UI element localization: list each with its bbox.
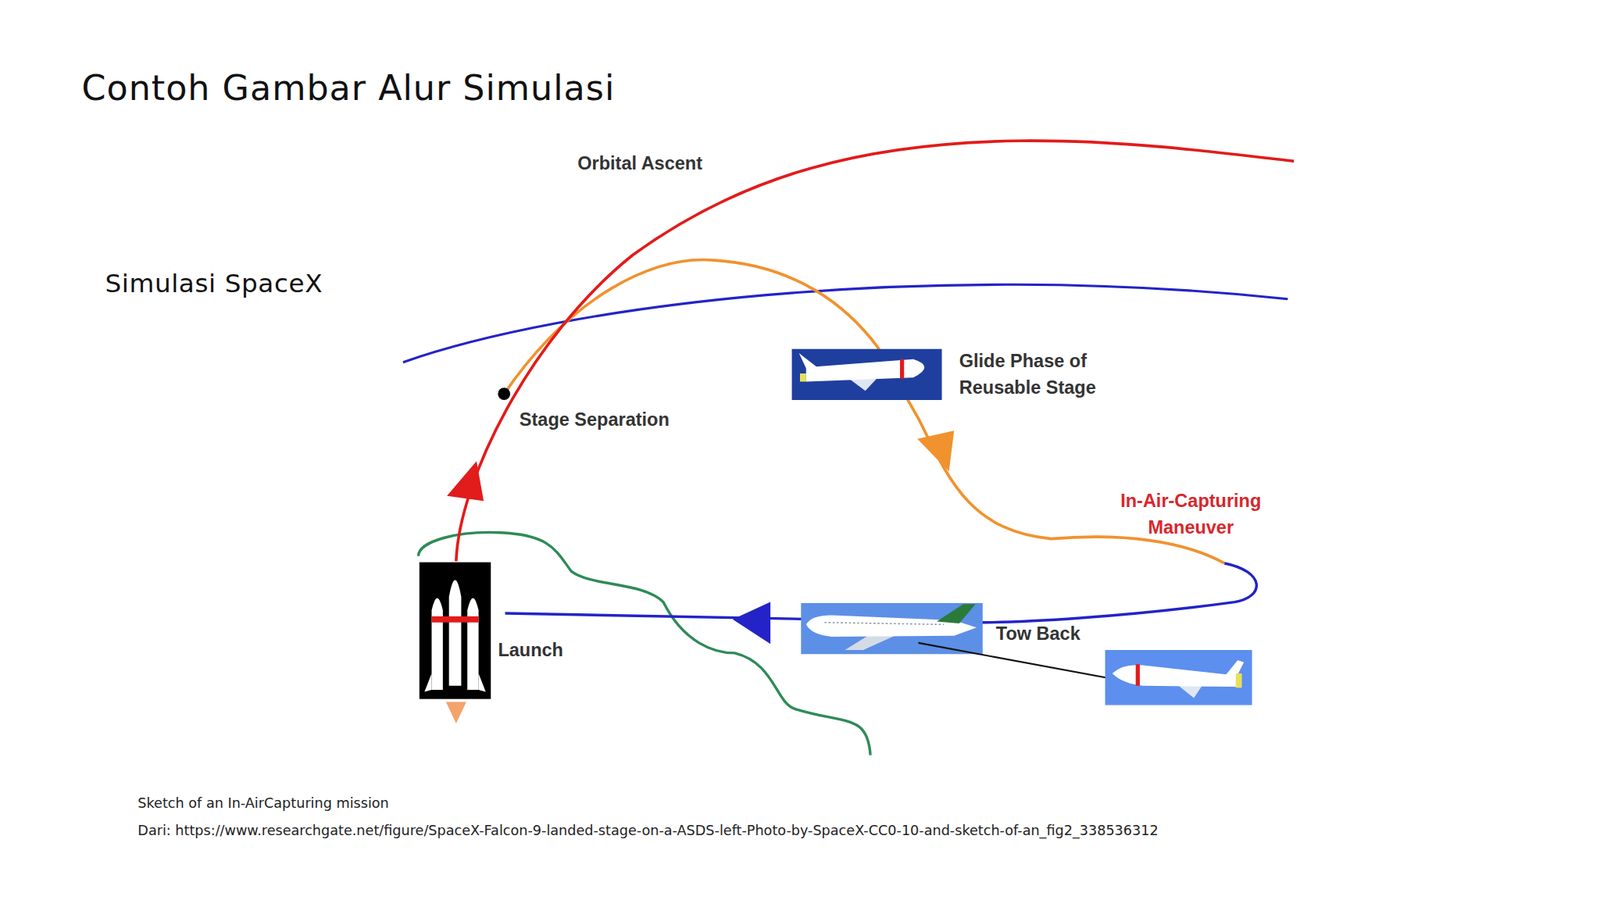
aircraft-windows (824, 622, 944, 625)
slide-title: Contoh Gambar Alur Simulasi (81, 63, 615, 114)
phase-label: Launch (497, 636, 564, 664)
glider-body (806, 359, 925, 383)
glide-trajectory (503, 260, 1225, 564)
rocket-booster (467, 597, 479, 690)
phase-label: Stage Separation (519, 406, 670, 433)
rocket-booster (431, 597, 443, 690)
ascent-arrow (446, 460, 484, 501)
phase-label: Tow Back (996, 620, 1081, 647)
tow-back-arrow (732, 602, 771, 645)
maneuver-label: In-Air-Capturing Maneuver (1100, 487, 1282, 541)
glider-engine (800, 373, 807, 382)
ascent-trajectory (456, 140, 1294, 561)
towed-stage-engine (1235, 673, 1243, 688)
rocket-band (431, 616, 479, 623)
glider-band (900, 359, 904, 379)
slide-subtitle: Simulasi SpaceX (105, 265, 324, 303)
towed-stage-band (1135, 664, 1140, 686)
phase-label: Glide Phase of Reusable Stage (959, 347, 1123, 401)
glider-tail (799, 353, 818, 369)
aircraft-box (800, 603, 983, 654)
rocket-flame (446, 702, 467, 724)
source-note: Dari: https://www.researchgate.net/figur… (137, 821, 1158, 842)
phase-label: Orbital Ascent (577, 150, 703, 177)
rocket-fin (424, 673, 486, 693)
towed-stage-body (1112, 664, 1237, 687)
glide-arrow (917, 430, 954, 472)
glider-box (792, 349, 943, 400)
towed-stage-box (1105, 650, 1253, 706)
rocket-box (419, 562, 491, 700)
figure-caption: Sketch of an In-AirCapturing mission (137, 793, 389, 815)
aircraft-tail (936, 603, 976, 624)
rocket-core (449, 580, 462, 686)
tow-cable (918, 642, 1123, 681)
separation-point (497, 387, 511, 400)
